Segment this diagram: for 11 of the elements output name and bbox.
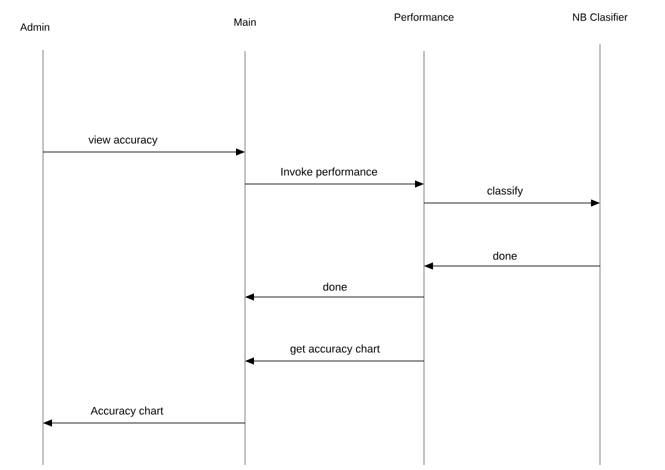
- lifeline-label: NB Clasifier: [573, 13, 628, 21]
- lifeline-label: Admin: [20, 23, 50, 31]
- lifeline-label: Performance: [394, 13, 454, 21]
- message-label: classify: [487, 186, 523, 197]
- message-label: get accuracy chart: [290, 344, 380, 355]
- message-label: Invoke performance: [281, 168, 378, 178]
- message-label: done: [493, 252, 517, 260]
- message-label: Accuracy chart: [90, 406, 164, 417]
- message-label: done: [323, 282, 347, 291]
- message-label: view accuracy: [88, 136, 158, 146]
- lifeline-label: Main: [234, 18, 256, 26]
